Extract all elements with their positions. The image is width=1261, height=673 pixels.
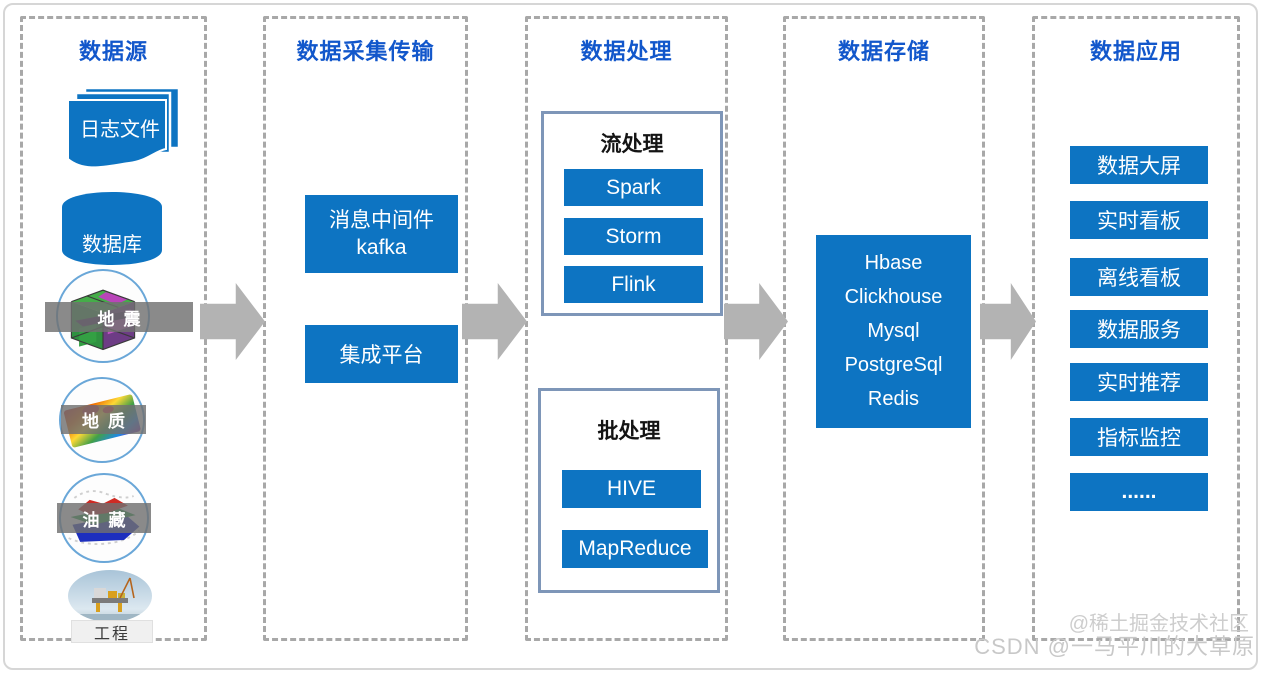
hive-box: HIVE [562, 470, 701, 508]
column-title: 数据处理 [580, 39, 673, 64]
column-title: 数据存储 [837, 39, 930, 64]
database-shape: 数据库 [60, 190, 164, 267]
arrow-right-icon [462, 283, 527, 360]
arrow-right-icon [200, 283, 265, 360]
database-label: 数据库 [82, 234, 142, 256]
app-box-realtime-recommend: 实时推荐 [1070, 363, 1208, 401]
log-files-shape: 日志文件 [67, 86, 181, 175]
geology-band: 地质 [61, 405, 146, 434]
mapreduce-box: MapReduce [562, 530, 708, 568]
database-cylinder-icon [62, 192, 162, 265]
stream-processing-title: 流处理 [600, 133, 664, 156]
storage-item: Mysql [867, 320, 920, 342]
column-data-storage: 数据存储 Hbase Clickhouse Mysql PostgreSql R… [783, 16, 985, 641]
column-data-processing: 数据处理 流处理 Spark Storm Flink 批处理 HIVE MapR… [525, 16, 728, 641]
app-box-data-service: 数据服务 [1070, 310, 1208, 348]
reservoir-band: 油藏 [57, 503, 151, 533]
app-box-offline-board: 离线看板 [1070, 258, 1208, 296]
storage-box: Hbase Clickhouse Mysql PostgreSql Redis [816, 235, 971, 428]
column-data-sources: 数据源 日志文件 数据库 [20, 16, 207, 643]
storm-box: Storm [564, 218, 703, 255]
storage-item: Clickhouse [844, 286, 943, 308]
kafka-line1: 消息中间件 [329, 209, 434, 232]
column-data-collection: 数据采集传输 消息中间件 kafka 集成平台 [263, 16, 468, 641]
app-box-realtime-board: 实时看板 [1070, 201, 1208, 239]
column-data-applications: 数据应用 数据大屏 实时看板 离线看板 数据服务 实时推荐 指标监控 .....… [1032, 16, 1240, 641]
multi-document-icon [67, 86, 181, 169]
flink-box: Flink [564, 266, 703, 303]
column-title: 数据采集传输 [296, 39, 435, 64]
arrow-right-icon [980, 283, 1036, 360]
offshore-platform-icon [68, 570, 152, 622]
batch-processing-group: 批处理 HIVE MapReduce [538, 388, 720, 593]
engineering-image [68, 570, 152, 622]
kafka-box: 消息中间件 kafka [305, 195, 458, 273]
app-box-more: ...... [1070, 473, 1208, 511]
column-title: 数据应用 [1089, 39, 1182, 64]
watermark-csdn: CSDN @一马平川的大草原 [974, 634, 1255, 659]
app-box-dashboard: 数据大屏 [1070, 146, 1208, 184]
engineering-label: 工程 [71, 620, 153, 643]
storage-item: Hbase [864, 252, 923, 274]
column-title: 数据源 [78, 39, 148, 64]
storage-item: Redis [867, 388, 920, 410]
storage-item: PostgreSql [844, 354, 943, 376]
integration-platform-box: 集成平台 [305, 325, 458, 383]
spark-box: Spark [564, 169, 703, 206]
batch-processing-title: 批处理 [597, 420, 661, 443]
arrow-right-icon [724, 283, 788, 360]
kafka-line2: kafka [356, 236, 407, 259]
stream-processing-group: 流处理 Spark Storm Flink [541, 111, 723, 316]
seismic-band: 地震 [45, 302, 193, 332]
watermark-juejin: @稀土掘金技术社区 [1068, 613, 1249, 635]
log-files-label: 日志文件 [80, 119, 160, 141]
app-box-metric-monitor: 指标监控 [1070, 418, 1208, 456]
